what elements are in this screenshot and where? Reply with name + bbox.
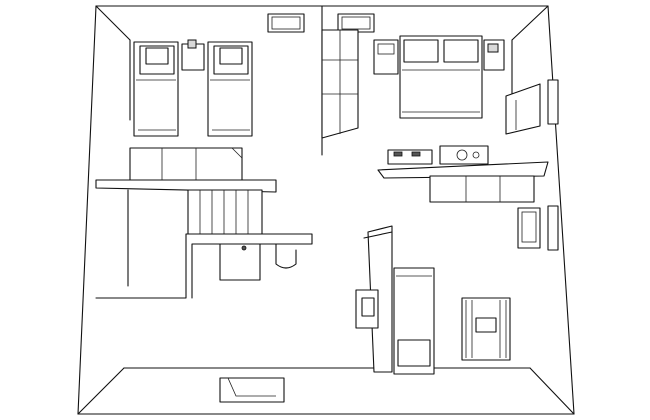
hallway (95, 179, 313, 299)
kitchen-sink (439, 145, 489, 165)
nightstand-right (483, 39, 505, 71)
staircase (95, 179, 277, 235)
master-bedroom (373, 35, 559, 135)
dresser (129, 147, 243, 181)
twin-bedroom (129, 39, 253, 181)
single-bed (393, 267, 435, 375)
twin-bed-left (133, 41, 179, 137)
stove (387, 149, 433, 165)
bathroom-cabinet (219, 243, 261, 281)
bathroom (219, 243, 297, 281)
wall-shelf (505, 79, 559, 135)
tv-monitor (517, 205, 559, 251)
kitchen-counter (377, 161, 549, 203)
kitchen (377, 145, 549, 203)
vanity-sink (355, 289, 379, 329)
partition (355, 225, 393, 373)
wardrobe (321, 29, 359, 139)
nursery (393, 205, 559, 375)
crib (461, 297, 511, 361)
nightstand-left (373, 39, 399, 75)
shower (275, 243, 297, 269)
outer-walls (77, 5, 575, 415)
entry-door (209, 377, 295, 415)
double-bed (399, 35, 483, 119)
nightstand (181, 39, 205, 71)
twin-bed-right (207, 41, 253, 137)
